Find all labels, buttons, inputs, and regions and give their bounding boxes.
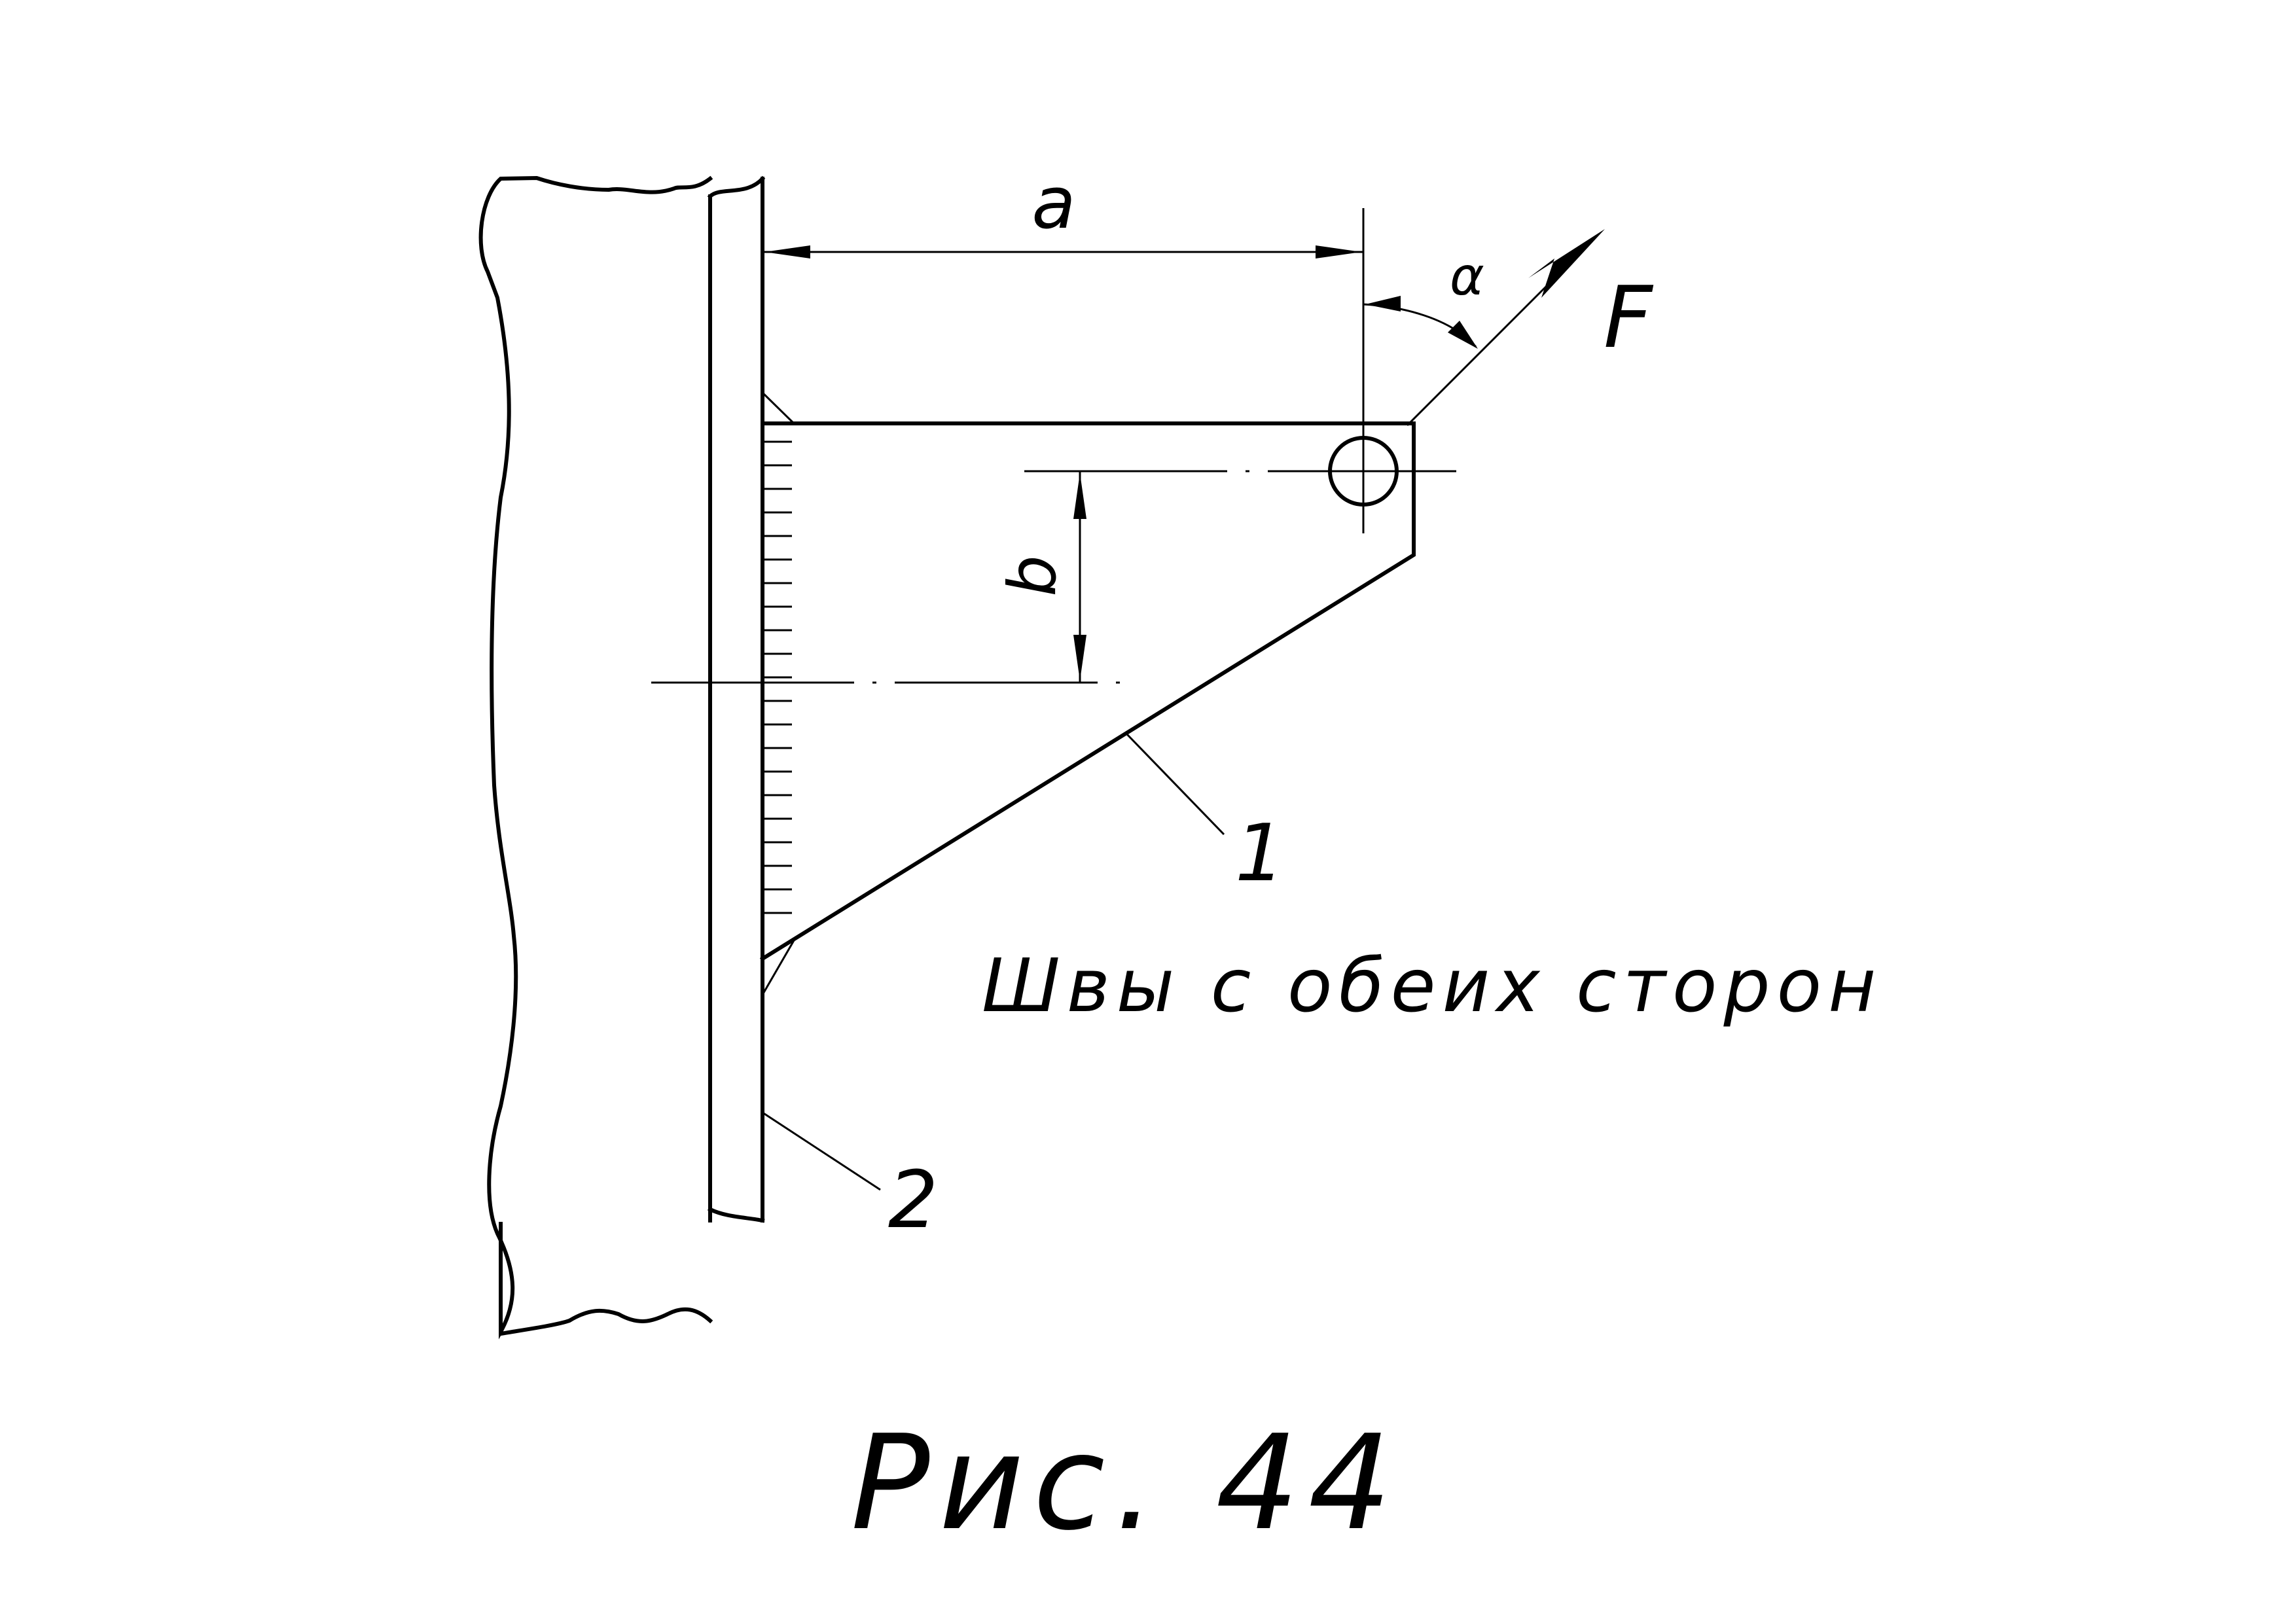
- angle-arrow-right: [1448, 321, 1478, 349]
- angle-arrow-left: [1365, 296, 1401, 312]
- force-label: F: [1604, 268, 1654, 367]
- plate-2: [707, 175, 766, 1223]
- dim-a-arrow-right: [1316, 245, 1361, 259]
- angle-label: α: [1450, 246, 1484, 307]
- dim-b-arrow-bottom: [1073, 635, 1086, 681]
- dim-b-label: b: [994, 555, 1071, 596]
- force-line: [1406, 280, 1552, 427]
- leader-1: [1124, 732, 1225, 836]
- dim-a-arrow-left: [764, 245, 810, 259]
- force-arrow: [1528, 229, 1605, 298]
- weld-bottom: [761, 937, 797, 995]
- wall-outline: [478, 175, 713, 1340]
- bracket-1: [759, 421, 1416, 962]
- part-1-label: 1: [1235, 808, 1285, 899]
- dim-b-arrow-top: [1073, 473, 1086, 519]
- figure-caption: Рис. 44: [851, 1407, 1401, 1560]
- weld-hatching: [764, 440, 792, 914]
- leader-2: [762, 1111, 881, 1191]
- weld-top: [761, 391, 795, 425]
- part-2-label: 2: [888, 1155, 938, 1246]
- weld-note: Швы с обеих сторон: [982, 944, 1882, 1029]
- dim-a-label: a: [1031, 161, 1075, 245]
